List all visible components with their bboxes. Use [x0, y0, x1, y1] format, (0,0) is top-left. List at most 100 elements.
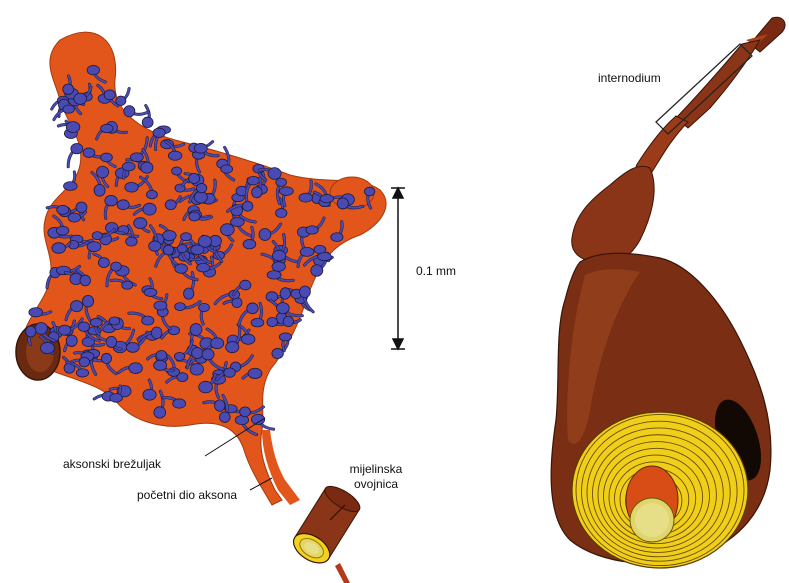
- synaptic-bouton: [189, 212, 200, 221]
- synaptic-bouton: [92, 232, 102, 240]
- synaptic-bouton: [243, 239, 256, 248]
- synaptic-bouton: [220, 224, 234, 236]
- synaptic-bouton: [97, 166, 109, 178]
- synaptic-bouton: [154, 407, 166, 418]
- synaptic-bouton: [163, 245, 173, 255]
- synaptic-bouton: [101, 353, 111, 363]
- synaptic-bouton: [299, 193, 313, 202]
- synaptic-bouton: [331, 233, 343, 242]
- synaptic-bouton: [124, 106, 135, 117]
- synaptic-bouton: [280, 288, 290, 300]
- synaptic-bouton: [231, 217, 245, 226]
- synaptic-bouton: [188, 173, 199, 183]
- synaptic-bouton: [78, 322, 89, 332]
- synaptic-bouton: [267, 317, 277, 326]
- synaptic-bouton: [172, 167, 182, 175]
- synaptic-bouton: [174, 352, 184, 360]
- synaptic-bouton: [116, 96, 126, 105]
- synaptic-bouton: [105, 195, 117, 206]
- synaptic-bouton: [177, 245, 187, 253]
- synaptic-bouton: [279, 333, 291, 341]
- synaptic-bouton: [130, 153, 143, 162]
- synaptic-bouton: [126, 342, 139, 352]
- synaptic-bouton: [154, 301, 167, 310]
- synaptic-bouton: [337, 198, 348, 209]
- synaptic-bouton: [76, 369, 88, 377]
- synaptic-bouton: [241, 334, 255, 344]
- synaptic-bouton: [268, 168, 281, 180]
- scale-label: 0.1 mm: [416, 264, 456, 278]
- synaptic-bouton: [364, 187, 374, 196]
- synaptic-bouton: [83, 148, 95, 158]
- synaptic-bouton: [122, 162, 135, 171]
- synaptic-bouton: [71, 301, 83, 312]
- synaptic-bouton: [94, 184, 105, 196]
- synaptic-bouton: [251, 318, 264, 327]
- synaptic-bouton: [122, 281, 133, 289]
- synaptic-bouton: [272, 262, 285, 272]
- synaptic-bouton: [276, 178, 287, 186]
- synaptic-bouton: [101, 124, 113, 133]
- synaptic-bouton: [106, 336, 117, 347]
- synaptic-bouton: [306, 226, 318, 234]
- synaptic-bouton: [247, 303, 258, 314]
- axon-hillock-label: aksonski brežuljak: [63, 457, 161, 471]
- synaptic-bouton: [175, 264, 188, 274]
- synaptic-bouton: [247, 176, 259, 185]
- synaptic-bouton: [117, 200, 129, 210]
- synaptic-bouton: [149, 241, 161, 251]
- synaptic-bouton: [267, 271, 281, 279]
- synaptic-bouton: [29, 308, 43, 317]
- synaptic-bouton: [173, 399, 186, 408]
- synaptic-bouton: [163, 230, 177, 240]
- synaptic-bouton: [109, 317, 120, 325]
- synaptic-bouton: [248, 368, 262, 378]
- synaptic-bouton: [168, 151, 182, 160]
- synaptic-bouton: [90, 318, 102, 326]
- synaptic-bouton: [197, 263, 210, 272]
- synaptic-bouton: [26, 326, 36, 337]
- synaptic-bouton: [181, 233, 192, 241]
- myelinated-axon-large: [551, 17, 785, 568]
- synaptic-bouton: [196, 183, 206, 192]
- neuron-cell-body: [16, 32, 386, 505]
- synaptic-bouton: [240, 407, 251, 417]
- synaptic-bouton: [219, 412, 230, 423]
- synaptic-bouton: [272, 348, 284, 358]
- synaptic-bouton: [35, 323, 47, 335]
- synaptic-bouton: [211, 338, 224, 349]
- synaptic-bouton: [57, 205, 69, 214]
- synaptic-bouton: [252, 187, 262, 198]
- synaptic-bouton: [143, 203, 156, 215]
- synaptic-bouton: [74, 93, 87, 104]
- synaptic-bouton: [226, 342, 239, 353]
- synaptic-bouton: [184, 288, 194, 299]
- synaptic-bouton: [111, 262, 122, 271]
- synaptic-bouton: [141, 162, 153, 173]
- initial-segment-label: početni dio aksona: [137, 488, 237, 502]
- synaptic-bouton: [192, 347, 203, 358]
- synaptic-bouton: [199, 303, 210, 311]
- synaptic-bouton: [68, 213, 80, 222]
- myelinated-axon-small: [288, 482, 363, 569]
- synaptic-bouton: [52, 243, 66, 254]
- synaptic-bouton: [82, 295, 93, 307]
- synaptic-bouton: [142, 316, 154, 325]
- synaptic-bouton: [63, 105, 75, 113]
- synaptic-bouton: [190, 324, 202, 336]
- synaptic-bouton: [277, 303, 290, 314]
- synaptic-bouton: [142, 117, 153, 128]
- synaptic-bouton: [276, 208, 287, 217]
- synaptic-bouton: [215, 400, 225, 412]
- synaptic-bouton: [194, 143, 207, 153]
- synaptic-bouton: [126, 237, 138, 246]
- synaptic-bouton: [125, 182, 138, 192]
- synaptic-bouton: [143, 389, 156, 400]
- myelin-sheath-label-line2: ovojnica: [341, 477, 411, 491]
- synaptic-bouton: [318, 253, 332, 261]
- internodium-label: internodium: [598, 71, 661, 85]
- synaptic-bouton: [151, 327, 162, 339]
- synaptic-bouton: [87, 65, 99, 74]
- synaptic-bouton: [199, 381, 213, 393]
